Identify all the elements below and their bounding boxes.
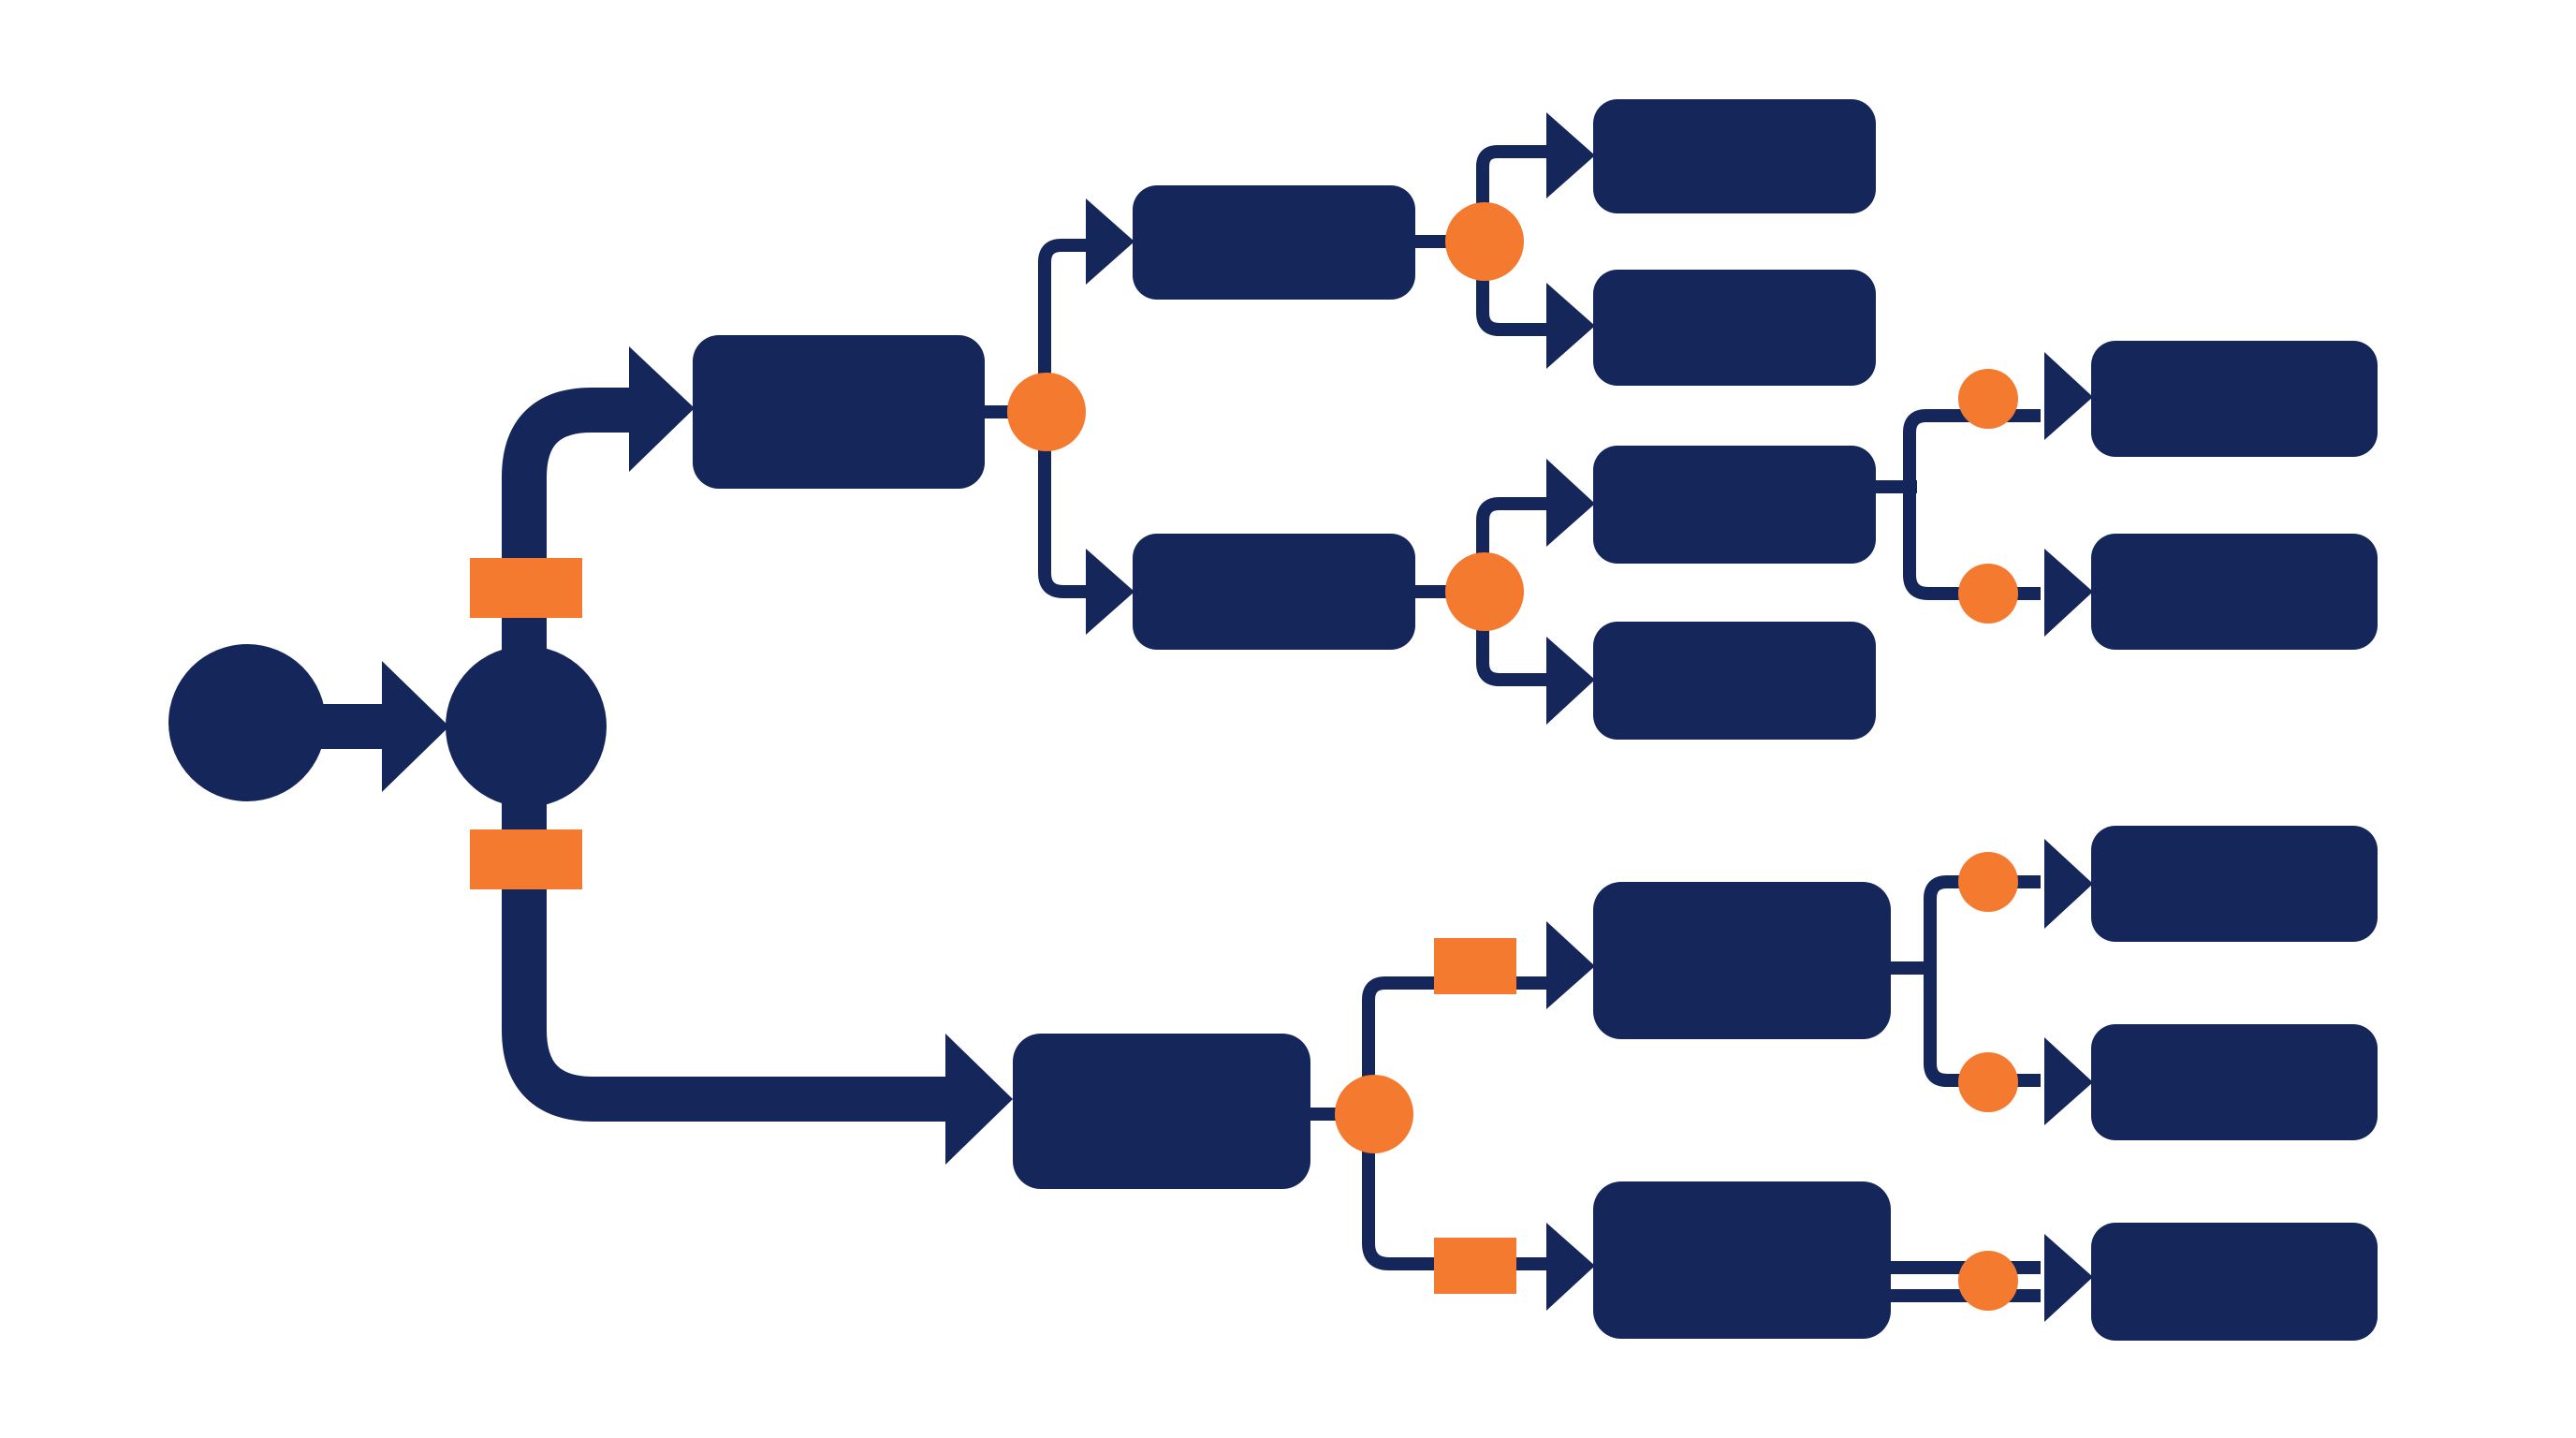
arrow-right-icon <box>1546 459 1595 547</box>
junction-small <box>1958 852 2018 912</box>
markers <box>470 202 2018 1311</box>
gate-marker-upper <box>470 558 582 618</box>
process-box-b1a <box>1133 185 1415 300</box>
connector-j2-b1a2 <box>1476 262 1546 336</box>
gate-marker-lower <box>470 829 582 889</box>
connector-bracket-b2a1 <box>1924 875 2041 968</box>
arrow-right-icon <box>2044 1234 2093 1322</box>
connector-split-b2 <box>502 796 945 1122</box>
connector-j4-b2a <box>1362 976 1546 1093</box>
process-box-b1 <box>693 335 985 489</box>
arrow-right-icon <box>945 1034 1013 1165</box>
connector-split-b1 <box>502 388 629 655</box>
nodes <box>168 99 2378 1341</box>
process-box-b1a-1 <box>1593 99 1876 213</box>
process-box-b1b-2 <box>1593 622 1876 740</box>
connector-bracket-b1b1b <box>1903 487 2041 600</box>
process-box-b1b-1 <box>1593 446 1876 564</box>
junction-j4 <box>1335 1075 1413 1153</box>
gate-marker-b2a <box>1434 938 1516 994</box>
arrow-right-icon <box>2044 839 2093 929</box>
start-node <box>168 644 326 801</box>
arrow-right-icon <box>1086 549 1134 635</box>
arrow-right-icon <box>2044 549 2093 637</box>
junction-small <box>1958 1251 2018 1311</box>
process-box-b1b-1-a <box>2091 341 2378 457</box>
junction-small <box>1958 564 2018 624</box>
junction-j3 <box>1445 552 1524 631</box>
junction-j1 <box>1007 373 1086 451</box>
process-box-b2a <box>1593 882 1891 1039</box>
arrow-right-icon <box>382 661 449 792</box>
connector-bracket-b1b1a <box>1903 409 2041 487</box>
arrow-right-icon <box>1086 198 1134 285</box>
process-box-b2a-2 <box>2091 1024 2378 1140</box>
connector-j1-b1b <box>1038 433 1093 598</box>
process-box-b1b <box>1133 534 1415 650</box>
connector-j3-b1b2 <box>1476 612 1546 686</box>
arrowheads <box>382 112 2093 1322</box>
connector-j1-b1a <box>1038 239 1093 393</box>
arrow-right-icon <box>1546 112 1595 198</box>
junction-small <box>1958 369 2018 429</box>
arrow-right-icon <box>629 346 695 472</box>
connector-j2-b1a1 <box>1476 145 1546 223</box>
process-box-b1b-1-b <box>2091 534 2378 650</box>
arrow-right-icon <box>1546 1223 1595 1311</box>
connector-j3-b1b1 <box>1476 497 1546 573</box>
arrow-right-icon <box>1546 283 1595 369</box>
connectors <box>309 145 2041 1302</box>
gate-marker-b2b <box>1434 1238 1516 1294</box>
junction-j2 <box>1445 202 1524 281</box>
process-box-b1a-2 <box>1593 270 1876 386</box>
process-box-b2 <box>1013 1034 1310 1189</box>
process-box-b2b-1 <box>2091 1223 2378 1341</box>
arrow-right-icon <box>2044 352 2093 440</box>
junction-small <box>1958 1052 2018 1112</box>
process-box-b2b <box>1593 1181 1891 1339</box>
arrow-right-icon <box>2044 1037 2093 1125</box>
connector-bracket-b2a2 <box>1924 968 2041 1087</box>
arrow-right-icon <box>1546 637 1595 725</box>
connector-j4-b2b <box>1362 1135 1546 1270</box>
arrow-right-icon <box>1546 921 1595 1009</box>
split-node <box>446 646 607 807</box>
process-box-b2a-1 <box>2091 826 2378 942</box>
